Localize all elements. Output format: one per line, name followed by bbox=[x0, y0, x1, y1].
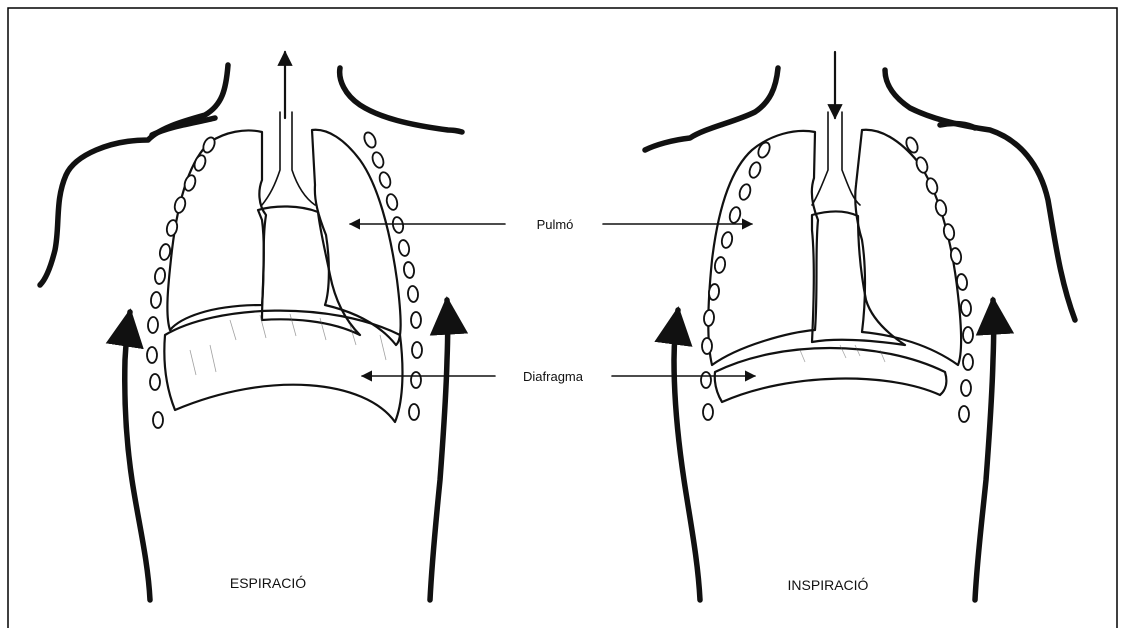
right-ribs-outer-right bbox=[904, 136, 973, 422]
left-trachea bbox=[262, 112, 315, 205]
panel-inspiration bbox=[645, 52, 1075, 600]
right-trachea bbox=[812, 112, 860, 205]
left-diaphragm bbox=[164, 311, 402, 422]
left-body-outline-right bbox=[340, 68, 462, 132]
left-ribs-outer-left bbox=[147, 136, 217, 428]
diaphragm-label: Diafragma bbox=[523, 369, 584, 384]
right-shoulder-right bbox=[940, 124, 975, 128]
right-body-outline-left bbox=[645, 68, 778, 150]
right-chest-wall-right bbox=[975, 300, 994, 600]
left-diaphragm-shading bbox=[190, 314, 386, 375]
right-diaphragm bbox=[715, 348, 947, 402]
caption-expiration: ESPIRACIÓ bbox=[230, 575, 306, 591]
outer-frame bbox=[8, 8, 1117, 628]
left-chest-wall-right bbox=[430, 300, 448, 600]
right-heart bbox=[812, 211, 905, 345]
right-chest-wall-left bbox=[674, 310, 700, 600]
panel-expiration bbox=[40, 52, 462, 600]
left-lung-left bbox=[167, 130, 266, 330]
right-ribs-outer-left bbox=[701, 141, 772, 420]
left-body-outline-left bbox=[40, 65, 228, 285]
right-lung-right bbox=[855, 130, 961, 365]
caption-inspiration: INSPIRACIÓ bbox=[788, 577, 869, 593]
lung-label-group: Pulmó bbox=[350, 217, 752, 232]
right-body-outline-right bbox=[885, 70, 1075, 320]
lung-label: Pulmó bbox=[537, 217, 574, 232]
